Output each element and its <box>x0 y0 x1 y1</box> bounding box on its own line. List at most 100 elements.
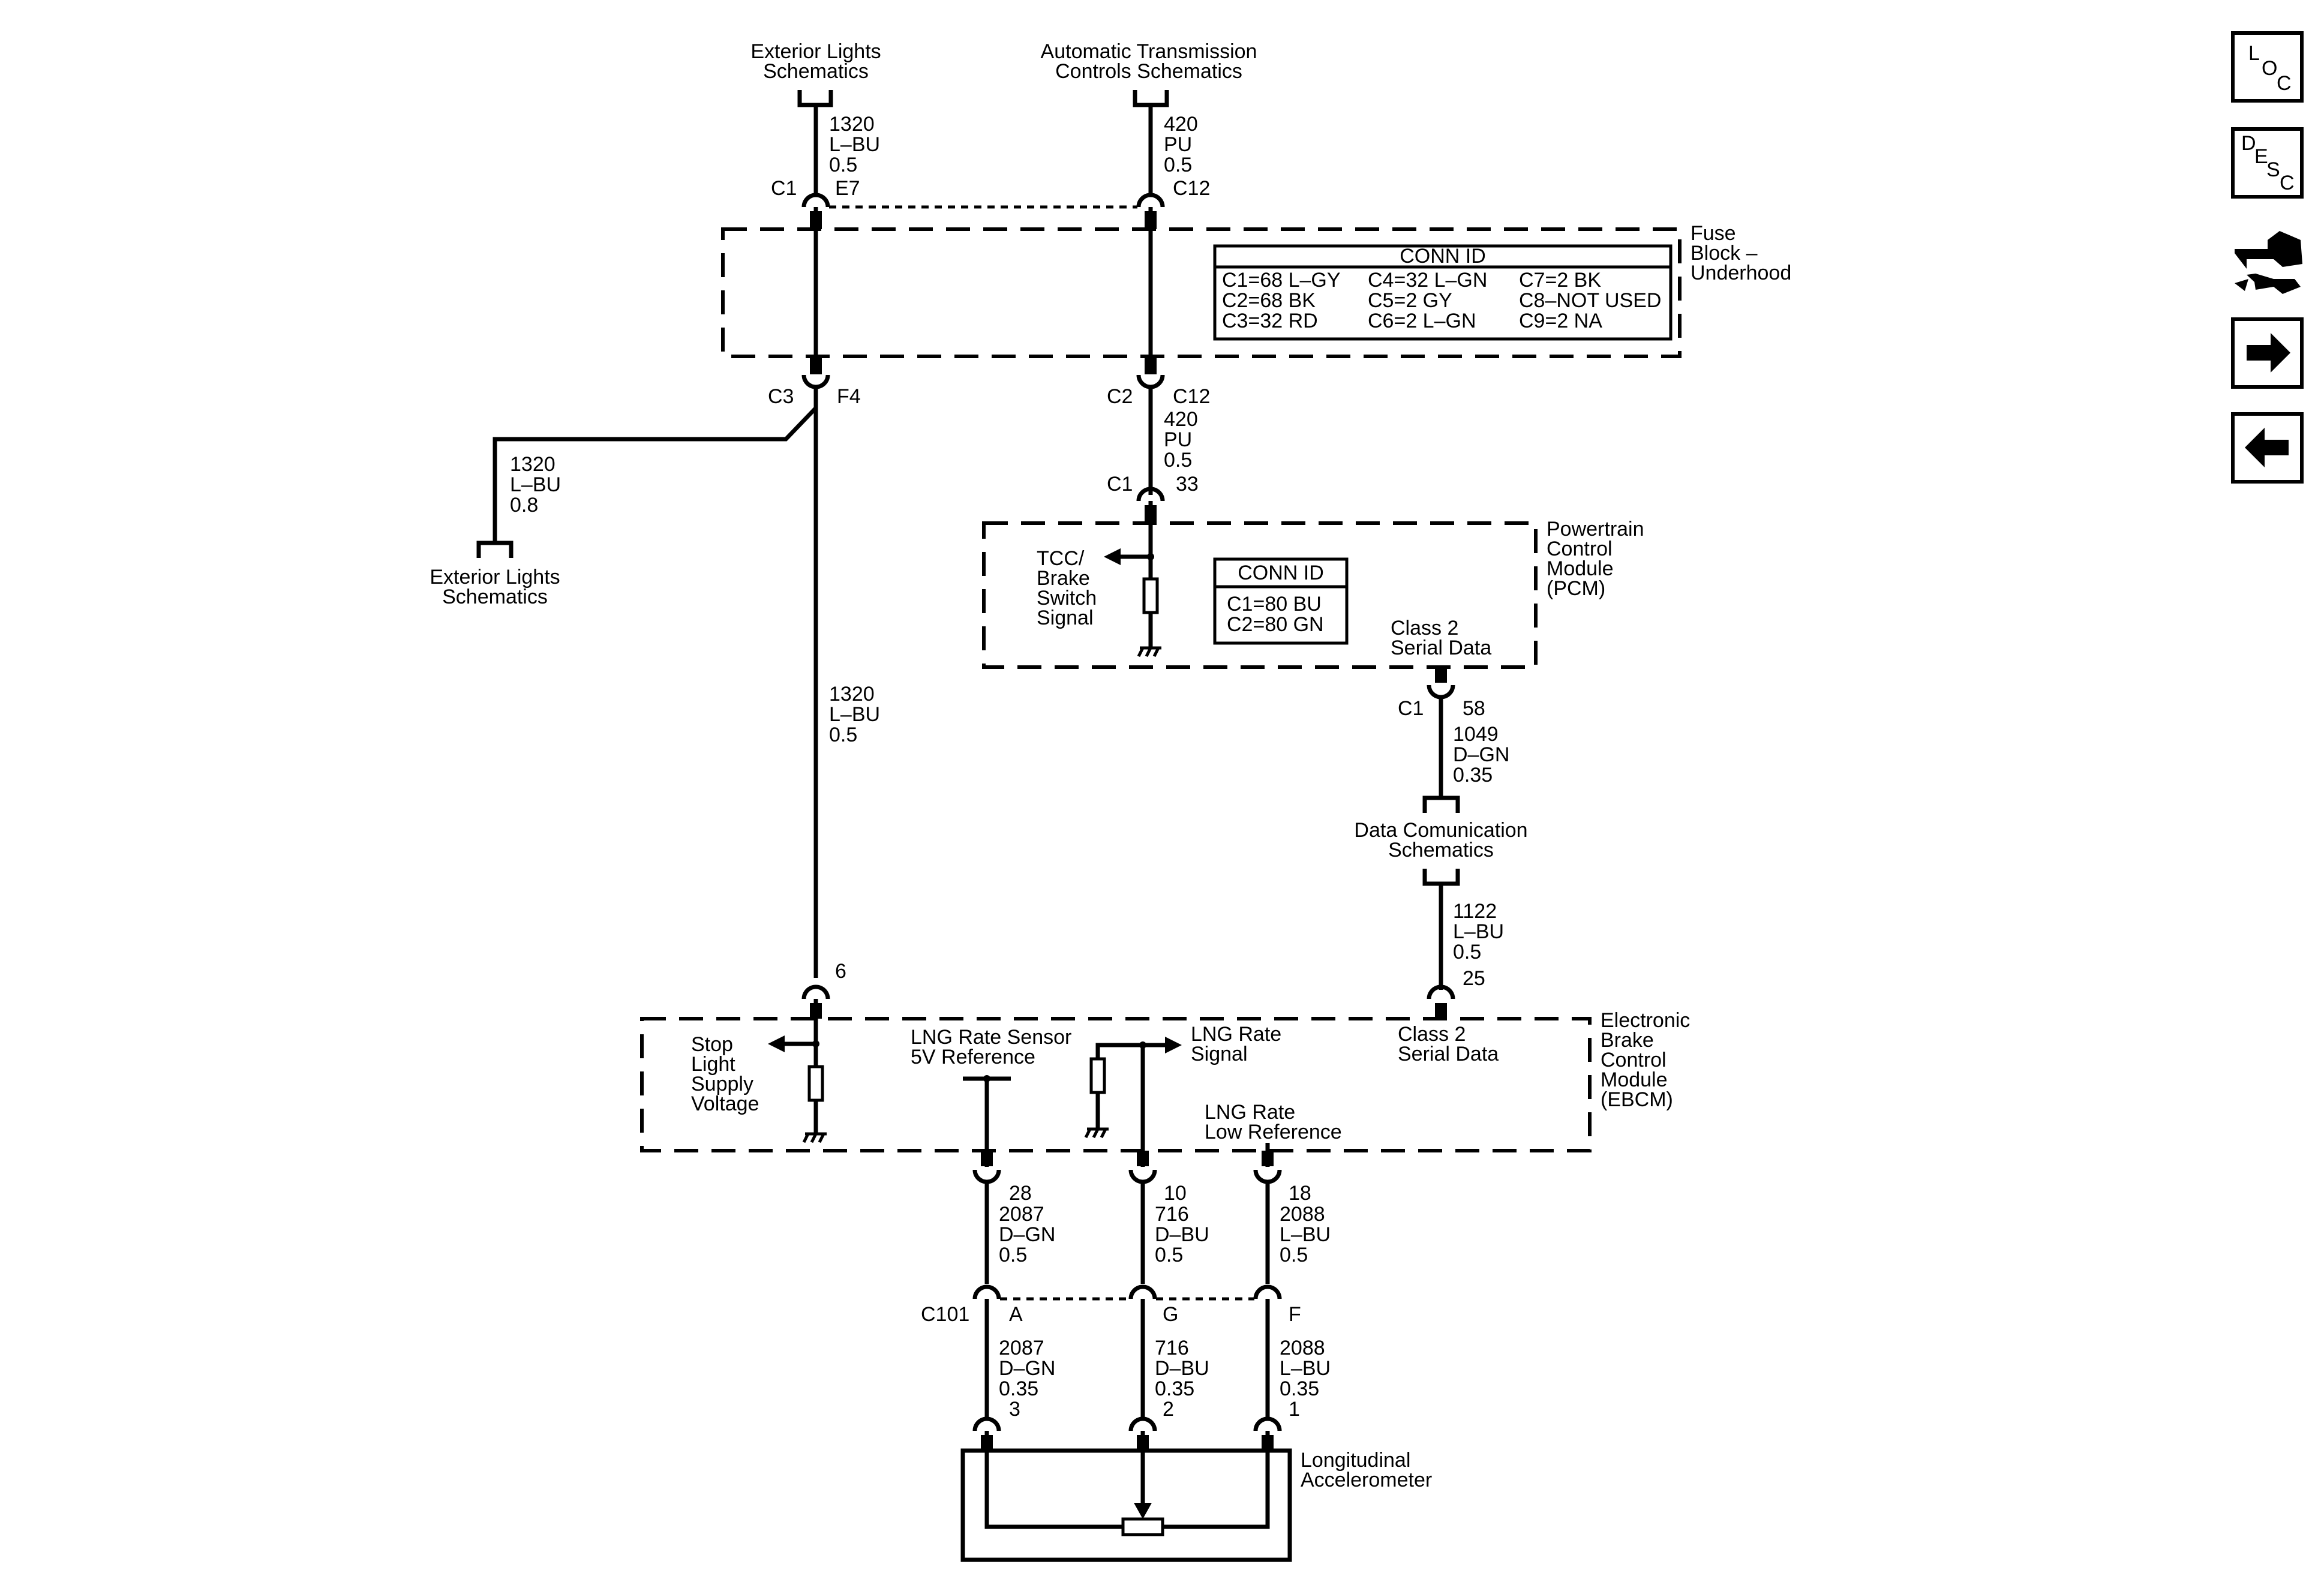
connector-tool-icon[interactable] <box>2235 231 2302 294</box>
wire-gauge-label: 0.5 <box>829 154 857 176</box>
top-mid-schematic-ref[interactable]: Automatic Transmission Controls Schemati… <box>1041 40 1257 107</box>
connector-female <box>972 1284 1001 1299</box>
wire-color-label: L–BU <box>510 473 561 496</box>
component-name: Electronic <box>1601 1009 1690 1032</box>
terminal-mark <box>810 356 822 374</box>
loc-letter: L <box>2248 42 2260 65</box>
resistor <box>807 1065 824 1102</box>
connector-male <box>1253 1169 1282 1184</box>
ref-label: Schematics <box>763 60 869 83</box>
pin-label: F <box>1289 1303 1301 1326</box>
wire-gauge-label: 0.35 <box>1280 1377 1319 1400</box>
signal-label: Brake <box>1037 567 1090 590</box>
wire-circuit-label: 2087 <box>999 1337 1044 1359</box>
ground-icon <box>1084 1127 1109 1139</box>
component-name: Brake <box>1601 1029 1654 1052</box>
connector-female <box>1136 487 1165 502</box>
pin-label: 3 <box>1009 1398 1020 1421</box>
pcm-conn-id-table: CONN ID C1=80 BU C2=80 GN <box>1213 557 1349 645</box>
longitudinal-accelerometer <box>960 1448 1292 1562</box>
desc-letter: C <box>2280 172 2295 194</box>
connector-label: C101 <box>921 1303 969 1326</box>
conn-id-box <box>1213 244 1673 341</box>
pin-label: C12 <box>1173 177 1210 200</box>
wire-circuit-label: 1320 <box>829 683 875 706</box>
arrow-left-button[interactable] <box>2231 412 2304 484</box>
arrow-right-icon <box>2247 333 2290 373</box>
pin-label: A <box>1009 1303 1023 1326</box>
ref-bracket <box>1133 90 1169 107</box>
signal-label: Low Reference <box>1205 1121 1342 1143</box>
wire-circuit-label: 2088 <box>1280 1203 1325 1226</box>
signal-label: LNG Rate Sensor <box>911 1026 1071 1049</box>
connector-female <box>801 193 830 208</box>
connector-label: C1 <box>1107 473 1133 496</box>
fuse-block-conn-id-table: CONN ID C1=68 L–GY C4=32 L–GN C7=2 BK C2… <box>1213 244 1673 341</box>
conn-id-title: CONN ID <box>1238 562 1324 584</box>
ref-label: Controls Schematics <box>1055 60 1242 83</box>
conn-id-entry: C1=68 L–GY <box>1222 269 1341 292</box>
terminal-mark <box>1145 211 1157 229</box>
resistor <box>1142 577 1159 614</box>
signal-label: Serial Data <box>1391 637 1491 659</box>
wire-color-label: D–GN <box>1453 743 1509 766</box>
pin-label: C12 <box>1173 385 1210 408</box>
loc-button-frame[interactable] <box>2231 31 2304 103</box>
wire-color-label: L–BU <box>1280 1223 1331 1246</box>
loc-letter: O <box>2262 57 2277 80</box>
desc-button-frame[interactable] <box>2231 127 2304 199</box>
signal-label: Light <box>691 1053 735 1076</box>
conn-id-entry: C8–NOT USED <box>1519 289 1661 312</box>
connector-female <box>1136 193 1165 208</box>
pin-label: 28 <box>1009 1182 1032 1205</box>
pcm-module <box>982 521 1538 669</box>
signal-label: Stop <box>691 1033 733 1056</box>
wire-color-label: D–GN <box>999 1357 1055 1380</box>
wire-gauge-label: 0.5 <box>999 1244 1027 1266</box>
wiper-arrow-icon <box>1134 1503 1152 1519</box>
wire-1320-branch <box>493 406 818 543</box>
desc-button[interactable]: D E S C <box>2231 127 2304 199</box>
terminal-mark <box>1137 1151 1149 1166</box>
pin-label: 2 <box>1163 1398 1174 1421</box>
terminal-mark <box>1435 1003 1447 1019</box>
wire-circuit-label: 2088 <box>1280 1337 1325 1359</box>
wire-color-label: PU <box>1164 428 1192 451</box>
ground-icon <box>802 1132 827 1143</box>
conn-id-entry: C2=80 GN <box>1227 613 1324 636</box>
conn-id-entry: C7=2 BK <box>1519 269 1601 292</box>
conn-id-entry: C5=2 GY <box>1368 289 1452 312</box>
connector-male <box>972 1169 1001 1184</box>
fuse-block-underhood <box>721 227 1682 358</box>
connector-label: C2 <box>1107 385 1133 408</box>
terminal-mark <box>1145 356 1157 374</box>
connector-label: C3 <box>768 385 794 408</box>
top-left-schematic-ref[interactable]: Exterior Lights Schematics <box>750 40 881 107</box>
component-name: (PCM) <box>1547 577 1605 600</box>
left-schematic-ref[interactable]: Exterior Lights Schematics <box>430 541 560 608</box>
loc-letter: C <box>2277 72 2292 95</box>
component-name: Longitudinal <box>1301 1449 1410 1472</box>
connector-female <box>972 1416 1001 1431</box>
pin-label: F4 <box>837 385 861 408</box>
desc-letter: E <box>2254 145 2268 168</box>
signal-label: Switch <box>1037 587 1097 610</box>
component-name: Underhood <box>1691 262 1791 284</box>
wire-color-label: D–BU <box>1155 1357 1209 1380</box>
component-name: Control <box>1601 1049 1667 1071</box>
wire-circuit-label: 1320 <box>829 113 875 136</box>
resistor <box>1089 1057 1106 1094</box>
component-name: Fuse <box>1691 222 1736 245</box>
loc-button[interactable]: L O C <box>2231 31 2304 103</box>
connector-female <box>1128 1416 1157 1431</box>
terminal-mark <box>810 211 822 229</box>
potentiometer <box>1121 1517 1164 1536</box>
conn-id-entry: C3=32 RD <box>1222 310 1318 332</box>
arrow-right-button[interactable] <box>2231 317 2304 389</box>
wire-gauge-label: 0.35 <box>1155 1377 1194 1400</box>
conn-id-title: CONN ID <box>1400 245 1486 268</box>
wire-gauge-label: 0.5 <box>829 724 857 746</box>
wire-circuit-label: 1122 <box>1453 900 1497 923</box>
data-communication-ref[interactable]: Data Comunication Schematics <box>1354 795 1528 886</box>
